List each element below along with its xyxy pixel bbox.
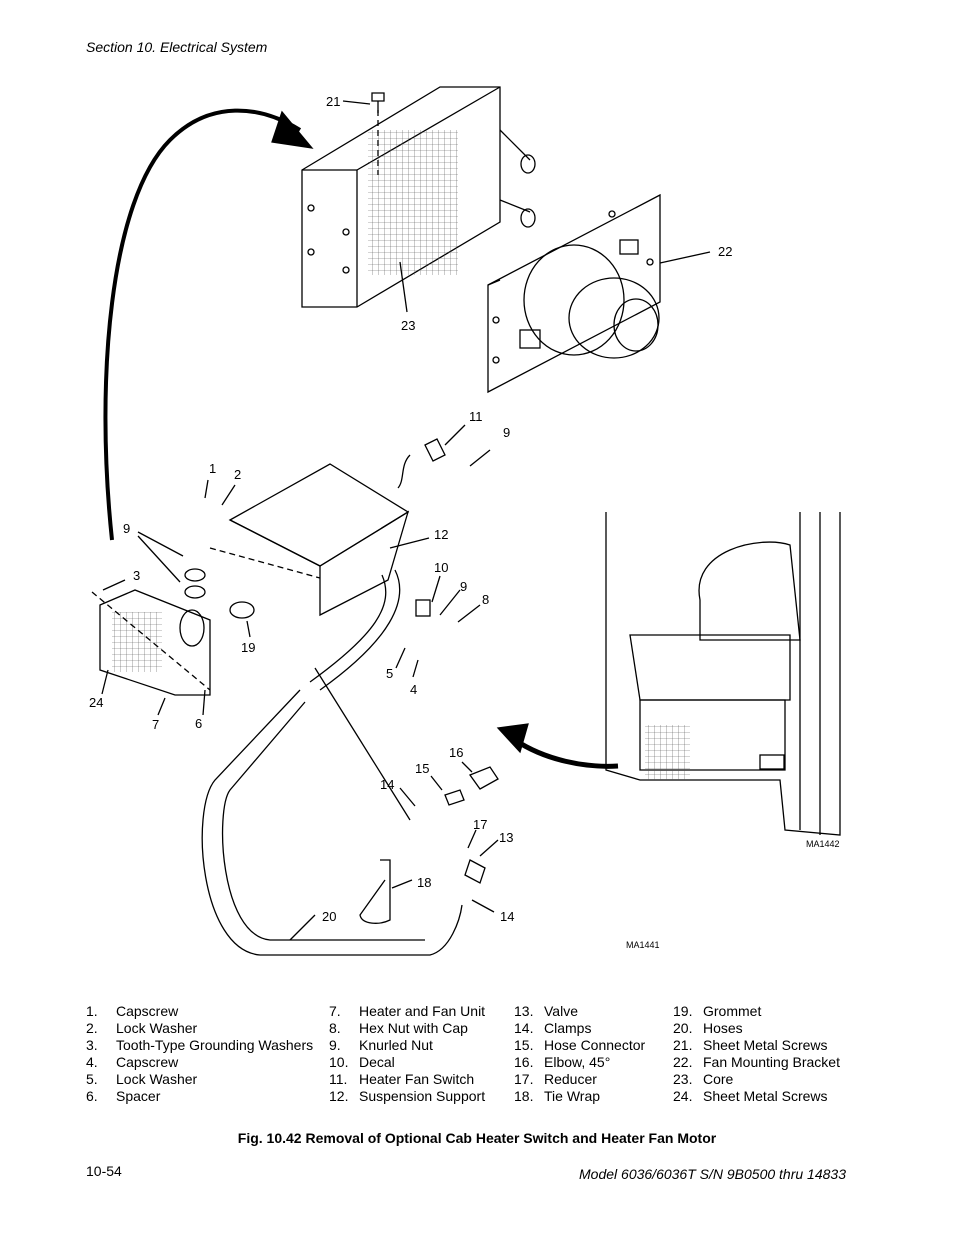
legend-item: 19.Grommet <box>673 1003 762 1019</box>
legend-item: 17.Reducer <box>514 1071 597 1087</box>
callout-14b: 14 <box>500 909 514 924</box>
callout-15: 15 <box>415 761 429 776</box>
callout-22: 22 <box>718 244 732 259</box>
callout-11: 11 <box>469 409 483 424</box>
callout-12: 12 <box>434 527 448 542</box>
legend-column-2: 7.Heater and Fan Unit 8.Hex Nut with Cap… <box>329 1003 485 1105</box>
legend-column-3: 13.Valve 14.Clamps 15.Hose Connector 16.… <box>514 1003 645 1105</box>
curved-arrow-top <box>103 108 314 541</box>
callout-7: 7 <box>152 717 159 732</box>
callout-labels: 21 22 23 11 9 1 2 12 9 3 10 9 8 19 5 4 2… <box>89 94 840 950</box>
callout-2: 2 <box>234 467 241 482</box>
suspension-support <box>209 463 410 617</box>
legend-item: 8.Hex Nut with Cap <box>329 1020 468 1036</box>
legend-item: 14.Clamps <box>514 1020 592 1036</box>
callout-14: 14 <box>380 777 394 792</box>
heater-core <box>301 86 536 308</box>
callout-18: 18 <box>417 875 431 890</box>
exploded-diagram: 21 22 23 11 9 1 2 12 9 3 10 9 8 19 5 4 2… <box>89 86 841 956</box>
heater-fan-unit <box>91 589 211 696</box>
leader-lines <box>101 100 711 941</box>
callout-9: 9 <box>503 425 510 440</box>
legend-item: 24.Sheet Metal Screws <box>673 1088 828 1104</box>
legend-item: 21.Sheet Metal Screws <box>673 1037 828 1053</box>
legend-item: 11.Heater Fan Switch <box>329 1071 475 1087</box>
callout-6: 6 <box>195 716 202 731</box>
legend-item: 22.Fan Mounting Bracket <box>673 1054 840 1070</box>
callout-17: 17 <box>473 817 487 832</box>
callout-5: 5 <box>386 666 393 681</box>
callout-24: 24 <box>89 695 103 710</box>
legend-item: 4.Capscrew <box>86 1054 179 1070</box>
legend-item: 16.Elbow, 45° <box>514 1054 611 1070</box>
callout-21: 21 <box>326 94 340 109</box>
legend-item: 15.Hose Connector <box>514 1037 646 1053</box>
callout-20: 20 <box>322 909 336 924</box>
small-parts <box>184 438 499 924</box>
callout-8: 8 <box>482 592 489 607</box>
figure-caption: Fig. 10.42 Removal of Optional Cab Heate… <box>237 1130 717 1146</box>
legend-item: 5.Lock Washer <box>86 1071 198 1087</box>
callout-13: 13 <box>499 830 513 845</box>
callout-4: 4 <box>410 682 417 697</box>
legend-item: 2.Lock Washer <box>86 1020 198 1036</box>
section-header: Section 10. Electrical System <box>86 39 268 55</box>
model-footer: Model 6036/6036T S/N 9B0500 thru 14833 <box>579 1166 846 1182</box>
callout-3: 3 <box>133 568 140 583</box>
curved-arrow-inset <box>496 723 619 769</box>
legend-item: 20.Hoses <box>673 1020 743 1036</box>
drawing-id-ma1442: MA1442 <box>806 839 840 849</box>
page-number: 10-54 <box>86 1163 122 1179</box>
legend-item: 13.Valve <box>514 1003 578 1019</box>
drawing-id-ma1441: MA1441 <box>626 940 660 950</box>
legend-item: 23.Core <box>673 1071 734 1087</box>
legend-item: 10.Decal <box>329 1054 395 1070</box>
legend-column-1: 1.Capscrew 2.Lock Washer 3.Tooth-Type Gr… <box>86 1003 313 1105</box>
legend-item: 12.Suspension Support <box>329 1088 486 1104</box>
legend-item: 1.Capscrew <box>86 1003 179 1019</box>
legend-column-4: 19.Grommet 20.Hoses 21.Sheet Metal Screw… <box>673 1003 840 1105</box>
cab-inset <box>605 512 841 836</box>
callout-1: 1 <box>209 461 216 476</box>
callout-9b: 9 <box>123 521 130 536</box>
legend-item: 6.Spacer <box>86 1088 161 1104</box>
callout-9c: 9 <box>460 579 467 594</box>
legend-item: 9.Knurled Nut <box>329 1037 433 1053</box>
callout-16: 16 <box>449 745 463 760</box>
callout-10: 10 <box>434 560 448 575</box>
legend-item: 18.Tie Wrap <box>514 1088 601 1104</box>
legend-item: 3.Tooth-Type Grounding Washers <box>86 1037 314 1053</box>
callout-19: 19 <box>241 640 255 655</box>
legend-item: 7.Heater and Fan Unit <box>329 1003 486 1019</box>
callout-23: 23 <box>401 318 415 333</box>
fan-mounting-bracket <box>487 193 661 394</box>
hoses <box>201 569 463 956</box>
